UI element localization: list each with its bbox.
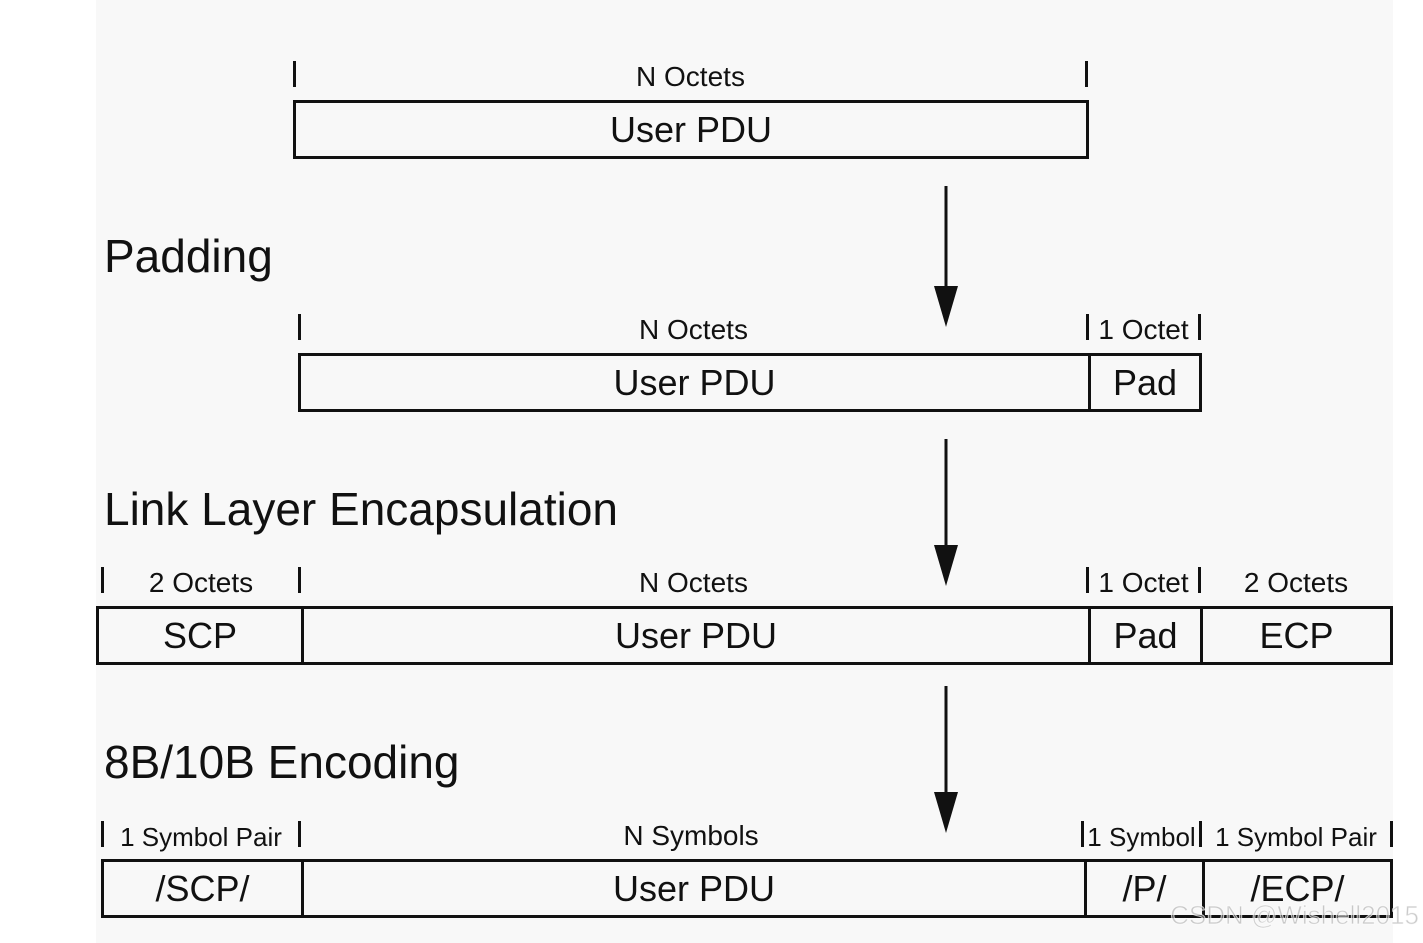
n-symbols-label: N Symbols [623,820,759,851]
size-marker [298,567,301,593]
size-marker [1198,567,1201,593]
n-octets-label: N Octets [636,61,745,92]
size-marker [1086,314,1089,340]
size-marker [101,567,104,593]
pad-size-label: 1 Octet [1098,314,1189,345]
scp-field: SCP [162,614,238,656]
size-marker [293,61,296,87]
down-arrow-icon [934,439,958,586]
size-marker [298,821,301,847]
user-pdu-field: User PDU [301,862,1084,915]
padded-pdu-frame: User PDU Pad [298,353,1202,412]
encoding-title: 8B/10B Encoding [104,736,460,788]
size-marker [1198,314,1201,340]
user-pdu-frame: User PDU [293,100,1089,159]
size-marker [1199,821,1202,847]
scp-size-label: 1 Symbol Pair [120,822,282,852]
padding-title: Padding [104,230,273,282]
encoded-frame: /SCP/ User PDU /P/ /ECP/ [101,859,1393,918]
pad-size-label: 1 Octet [1098,567,1189,598]
down-arrow-icon [934,186,958,327]
p-size-label: 1 Symbol [1087,822,1196,852]
n-octets-label: N Octets [639,314,748,345]
user-pdu-field: User PDU [613,361,776,403]
user-pdu-field: User PDU [301,609,1088,662]
down-arrow-icon [934,686,958,833]
scp-size-label: 2 Octets [148,567,254,598]
ecp-size-label: 2 Octets [1243,567,1349,598]
p-symbol-field: /P/ [1084,862,1202,915]
link-layer-title: Link Layer Encapsulation [104,483,618,535]
size-marker [1085,61,1088,87]
size-marker [1081,821,1084,847]
n-octets-label: N Octets [639,567,748,598]
scp-symbol-field: /SCP/ [155,867,250,909]
user-pdu-field: User PDU [609,108,773,150]
watermark: CSDN @Wishell2015 [1170,900,1420,931]
ecp-size-label: 1 Symbol Pair [1215,822,1377,852]
pad-field: Pad [1088,609,1200,662]
ecp-symbol-field: /ECP/ [1202,862,1390,915]
ecp-field: ECP [1200,609,1390,662]
pad-field: Pad [1088,356,1199,409]
size-marker [101,821,104,847]
size-marker [1086,567,1089,593]
size-marker [298,314,301,340]
size-marker [1390,821,1393,847]
link-frame: SCP User PDU Pad ECP [96,606,1393,665]
